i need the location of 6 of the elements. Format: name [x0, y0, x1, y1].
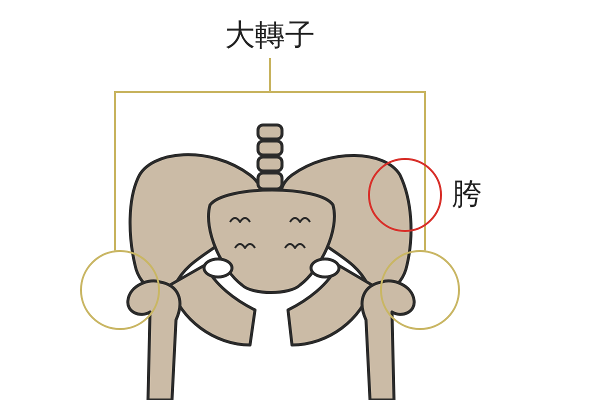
- part-label: 大轉子: [220, 16, 320, 56]
- highlight-circle: [368, 158, 442, 232]
- part-label: 胯: [452, 176, 482, 214]
- leader-line: [269, 58, 426, 250]
- marker-circle: [380, 250, 460, 330]
- marker-circle: [80, 250, 160, 330]
